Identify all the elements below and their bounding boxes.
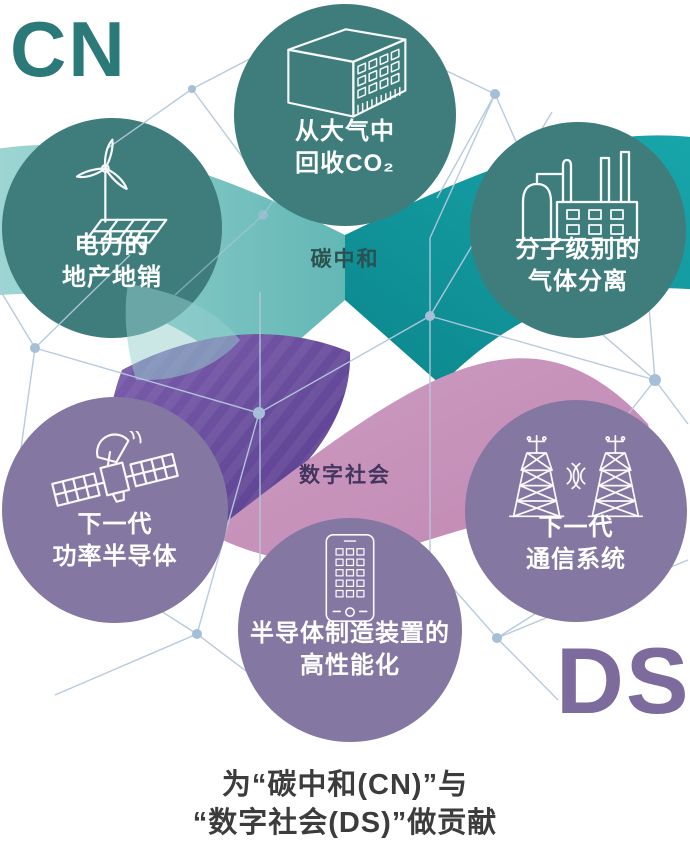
mesh-node (253, 407, 265, 419)
circle-label: 分子级别的 气体分离 (515, 236, 641, 295)
factory-icon (515, 150, 641, 242)
mesh-node (490, 89, 500, 99)
mesh-node (192, 629, 202, 639)
mesh-node (188, 85, 196, 93)
circle-label: 半导体制造装置的 高性能化 (250, 620, 450, 679)
circle-label: 从大气中 回收CO₂ (295, 118, 395, 177)
mesh-node (258, 210, 268, 220)
mesh-node (425, 311, 435, 321)
circle-label: 电力的 地产地销 (62, 232, 162, 291)
circle-gas-separation: 分子级别的 气体分离 (470, 122, 686, 338)
radio-towers-icon (508, 434, 644, 518)
caption: 为“碳中和(CN)”与 “数字社会(DS)”做贡献 (0, 766, 690, 842)
ribbon-light-teal-overlay (125, 284, 240, 381)
circle-co2-recovery: 从大气中 回收CO₂ (234, 4, 456, 226)
caption-line-2: “数字社会(DS)”做贡献 (192, 807, 498, 839)
digital-society-label: 数字社会 (299, 464, 391, 487)
mesh-node (492, 633, 502, 643)
smartphone-icon (325, 533, 375, 623)
circle-semicon-equipment: 半导体制造装置的 高性能化 (238, 518, 462, 742)
carbon-neutral-label: 碳中和 (310, 248, 380, 271)
circle-power-semiconductor: 下一代 功率半导体 (2, 397, 228, 623)
circle-label: 下一代 通信系统 (526, 514, 626, 573)
cn-corner-label: CN (10, 5, 127, 93)
mesh-node (30, 343, 40, 353)
circle-local-power: 电力的 地产地销 (2, 118, 222, 338)
dac-unit-icon (287, 28, 407, 118)
circle-label: 下一代 功率半导体 (52, 511, 178, 570)
mesh-node (649, 374, 661, 386)
caption-line-1: 为“碳中和(CN)”与 (221, 769, 469, 801)
satellite-icon (51, 431, 179, 507)
ds-corner-label: DS (556, 628, 690, 733)
wind-solar-icon (75, 138, 168, 252)
circle-comm-system: 下一代 通信系统 (465, 400, 687, 622)
